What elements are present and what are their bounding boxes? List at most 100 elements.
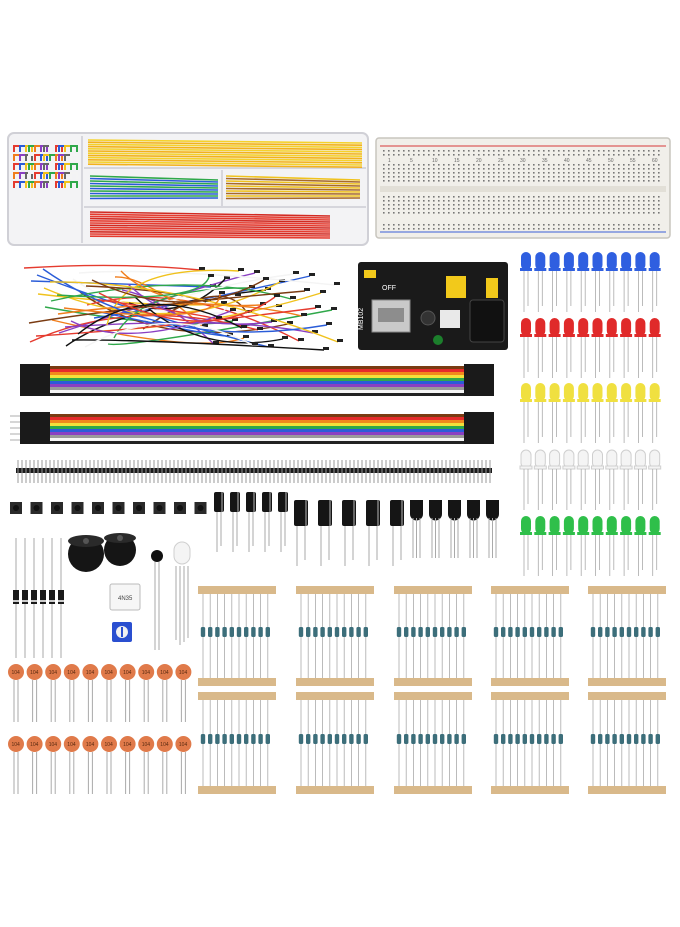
bb-hole (453, 164, 455, 166)
bb-hole (638, 154, 640, 156)
bb-hole (613, 164, 615, 166)
dupont-pin (323, 347, 329, 350)
bb-hole (513, 168, 515, 170)
bb-hole (463, 150, 465, 152)
bb-hole (578, 200, 580, 202)
bb-hole (438, 172, 440, 174)
bb-hole (578, 208, 580, 210)
led-body (563, 516, 574, 534)
bb-hole (488, 150, 490, 152)
bb-hole (383, 176, 385, 178)
diode-band (40, 600, 46, 602)
led-body (521, 252, 531, 270)
bb-hole (593, 200, 595, 202)
led-rim (605, 268, 618, 271)
bb-hole (498, 208, 500, 210)
bb-hole (633, 150, 635, 152)
resistor-tape-top (198, 586, 276, 594)
bb-hole (628, 164, 630, 166)
bb-hole (588, 154, 590, 156)
resistor-body (447, 627, 452, 637)
bb-hole (483, 212, 485, 214)
bb-hole (438, 154, 440, 156)
bb-hole (433, 180, 435, 182)
short-jumper (70, 163, 78, 170)
long-jumper-red (89, 233, 331, 237)
bb-hole (553, 208, 555, 210)
mid-jumper (89, 190, 219, 193)
bb-hole (488, 168, 490, 170)
bb-hole (578, 224, 580, 226)
breadboard-holes (383, 150, 660, 230)
bb-hole (393, 172, 395, 174)
bb-hole (433, 200, 435, 202)
led-rim (534, 334, 547, 337)
bb-hole (493, 228, 495, 230)
bb-hole (548, 180, 550, 182)
bb-hole (443, 224, 445, 226)
led-body (606, 383, 617, 401)
bb-hole (413, 176, 415, 178)
bb-hole (538, 208, 540, 210)
bb-hole (638, 228, 640, 230)
ceramic-cap-body (156, 736, 173, 752)
bb-hole (628, 172, 630, 174)
led-body (549, 383, 560, 401)
bb-hole (658, 180, 660, 182)
bb-number: 10 (432, 158, 438, 164)
bb-hole (598, 228, 600, 230)
diode-band (22, 600, 28, 602)
bb-hole (453, 212, 455, 214)
bb-hole (483, 208, 485, 210)
push-button-cap (115, 505, 122, 511)
bb-hole (658, 168, 660, 170)
bb-hole (398, 204, 400, 206)
bb-hole (383, 204, 385, 206)
resistor-body (529, 734, 535, 744)
led-body (577, 449, 589, 469)
bb-hole (508, 200, 510, 202)
bb-hole (483, 164, 485, 166)
bb-hole (648, 204, 650, 206)
long-jumper-yellow (87, 159, 363, 164)
bb-hole (543, 168, 545, 170)
bb-hole (558, 164, 560, 166)
bb-hole (423, 200, 425, 202)
bb-hole (643, 200, 645, 202)
resistor-body (411, 627, 416, 637)
bb-hole (618, 168, 620, 170)
bb-hole (563, 172, 565, 174)
led-rim (548, 465, 562, 470)
led-rim (619, 465, 633, 470)
resistor-body (634, 734, 639, 744)
bb-hole (548, 172, 550, 174)
bb-hole (658, 224, 660, 226)
resistor-body (396, 627, 402, 637)
bb-hole (628, 196, 630, 198)
bb-number: 35 (542, 158, 548, 164)
dupont-wire (134, 296, 284, 344)
ceramic-cap-code: 104 (123, 670, 132, 676)
diode-band (31, 600, 37, 602)
bb-hole (493, 208, 495, 210)
led-rim (577, 334, 590, 337)
bb-hole (623, 176, 625, 178)
resistor-body (356, 734, 361, 744)
led-body (521, 516, 531, 534)
resistor-tape-top (491, 692, 569, 700)
bb-hole (398, 154, 400, 156)
led-body (621, 318, 632, 336)
bb-hole (598, 208, 600, 210)
bb-hole (593, 228, 595, 230)
dupont-pin (260, 302, 266, 305)
led-rim (591, 465, 604, 470)
bb-hole (528, 200, 530, 202)
led-body (635, 516, 646, 534)
dupont-pin (331, 307, 337, 310)
bb-hole (498, 176, 500, 178)
ribbon-band (48, 432, 466, 435)
bb-hole (583, 172, 585, 174)
bb-hole (593, 204, 595, 206)
bb-hole (633, 180, 635, 182)
